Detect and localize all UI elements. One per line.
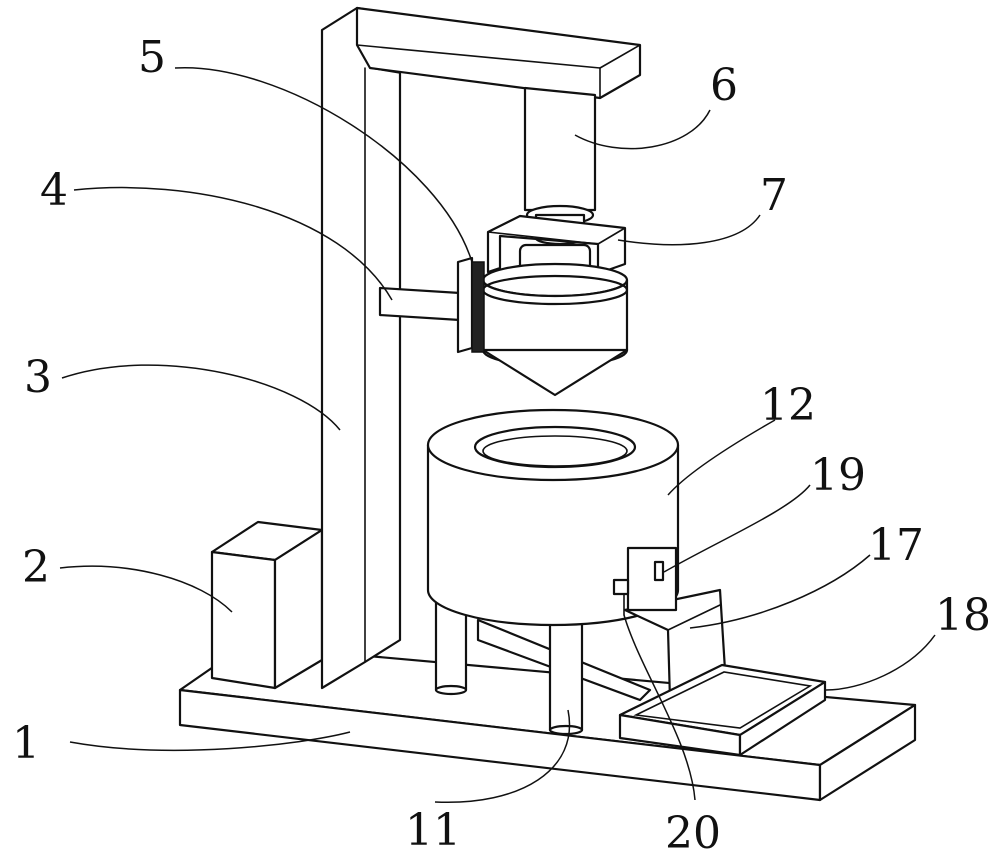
label-20: 20 xyxy=(665,808,721,859)
label-18: 18 xyxy=(935,590,991,641)
label-12: 12 xyxy=(760,380,816,431)
label-6: 6 xyxy=(710,60,738,111)
drum xyxy=(426,408,680,627)
sensor xyxy=(612,578,630,616)
label-7: 7 xyxy=(760,170,788,221)
label-11: 11 xyxy=(405,805,461,856)
control-box xyxy=(210,520,324,690)
rotating-head xyxy=(481,262,629,397)
label-1: 1 xyxy=(12,718,40,769)
label-19: 19 xyxy=(810,450,866,501)
brush xyxy=(456,256,485,354)
label-17: 17 xyxy=(868,520,924,571)
collection-tray xyxy=(618,663,827,757)
latch xyxy=(626,546,678,612)
horizontal-arm xyxy=(378,286,462,322)
label-2: 2 xyxy=(22,542,50,593)
leader-lines xyxy=(59,67,936,804)
label-5: 5 xyxy=(138,32,166,83)
support-column xyxy=(320,6,642,690)
support-legs xyxy=(434,598,652,736)
label-4: 4 xyxy=(40,165,68,216)
label-3: 3 xyxy=(24,352,52,403)
